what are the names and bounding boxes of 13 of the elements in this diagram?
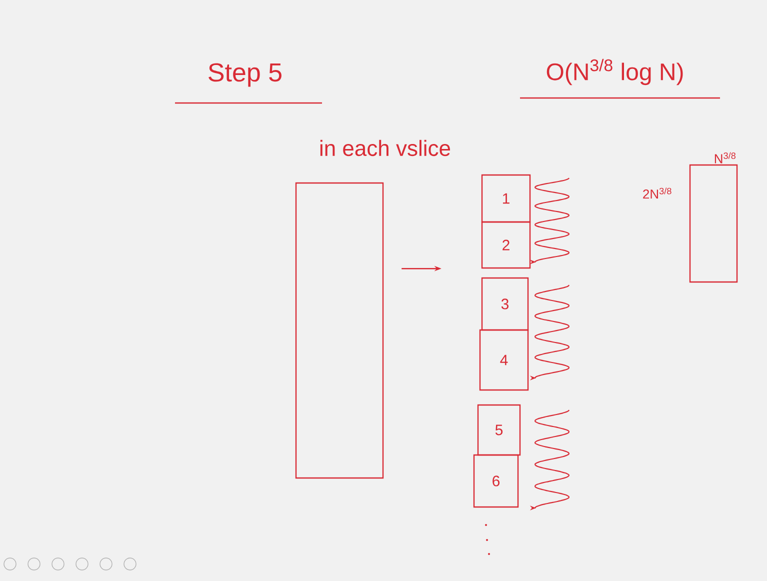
dimension-label: N$^{3/8}$ <box>714 152 736 164</box>
numbered-box: 6 <box>473 454 519 508</box>
title: Step 5 <box>208 63 282 87</box>
numbered-box: 3 <box>481 277 529 331</box>
numbered-box: 4 <box>479 329 529 391</box>
dimension-label: 2N$^{3/8}$ <box>643 188 672 199</box>
numbered-box: 1 <box>481 174 531 223</box>
subtitle: in each vslice <box>320 140 450 156</box>
rectangle <box>689 164 738 283</box>
numbered-box: 2 <box>481 221 531 269</box>
numbered-box: 5 <box>477 404 521 456</box>
rectangle <box>295 182 384 479</box>
complexity-formula: O(N$^{3/8}$ log N) <box>546 58 683 86</box>
